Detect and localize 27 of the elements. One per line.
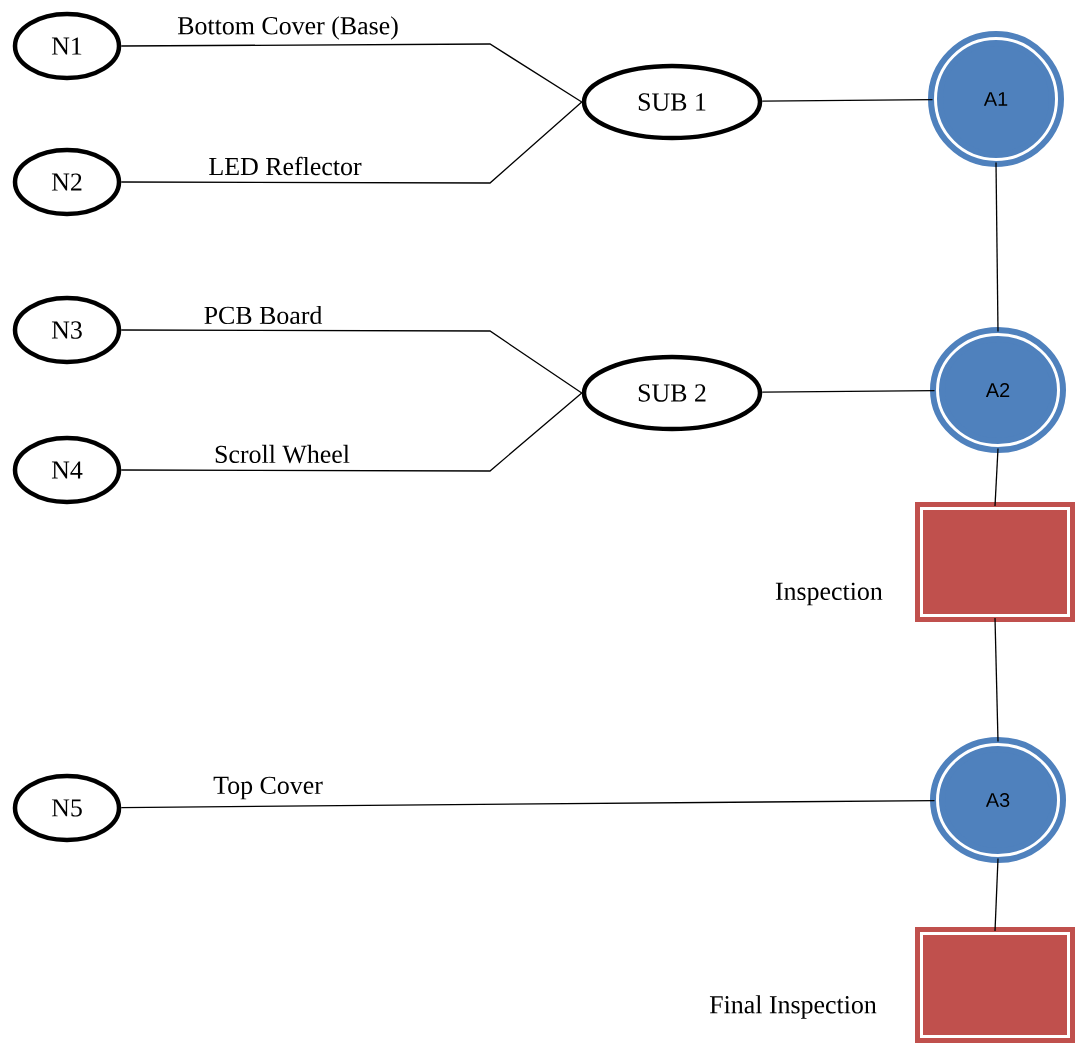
edge-label: Bottom Cover (Base) [176, 15, 400, 41]
part-oval: SUB 1 [581, 63, 763, 141]
edge-label: LED Reflector [207, 155, 363, 177]
part-oval: N3 [12, 295, 122, 365]
inspection-box [915, 502, 1075, 622]
part-oval: N1 [12, 11, 122, 81]
connector-line [994, 447, 999, 507]
connector-line [120, 799, 936, 809]
part-oval: N2 [12, 147, 122, 217]
part-oval: N4 [12, 435, 122, 505]
edge-label: Top Cover [212, 775, 324, 801]
inspection-box [915, 927, 1075, 1043]
connector-line [120, 43, 583, 103]
edge-label: Scroll Wheel [213, 443, 351, 465]
part-oval: SUB 2 [581, 354, 763, 432]
box-caption: Final Inspection [709, 995, 877, 1019]
edge-label: PCB Board [202, 304, 324, 326]
connector-line [120, 392, 583, 472]
connector-line [994, 617, 999, 743]
part-oval: N5 [12, 773, 122, 843]
connector-line [994, 857, 999, 932]
connector-line [995, 161, 999, 333]
connector-line [761, 389, 936, 393]
connector-line [120, 101, 583, 184]
connector-line [120, 329, 583, 394]
box-caption: Inspection [775, 582, 883, 606]
connector-line [761, 98, 934, 102]
